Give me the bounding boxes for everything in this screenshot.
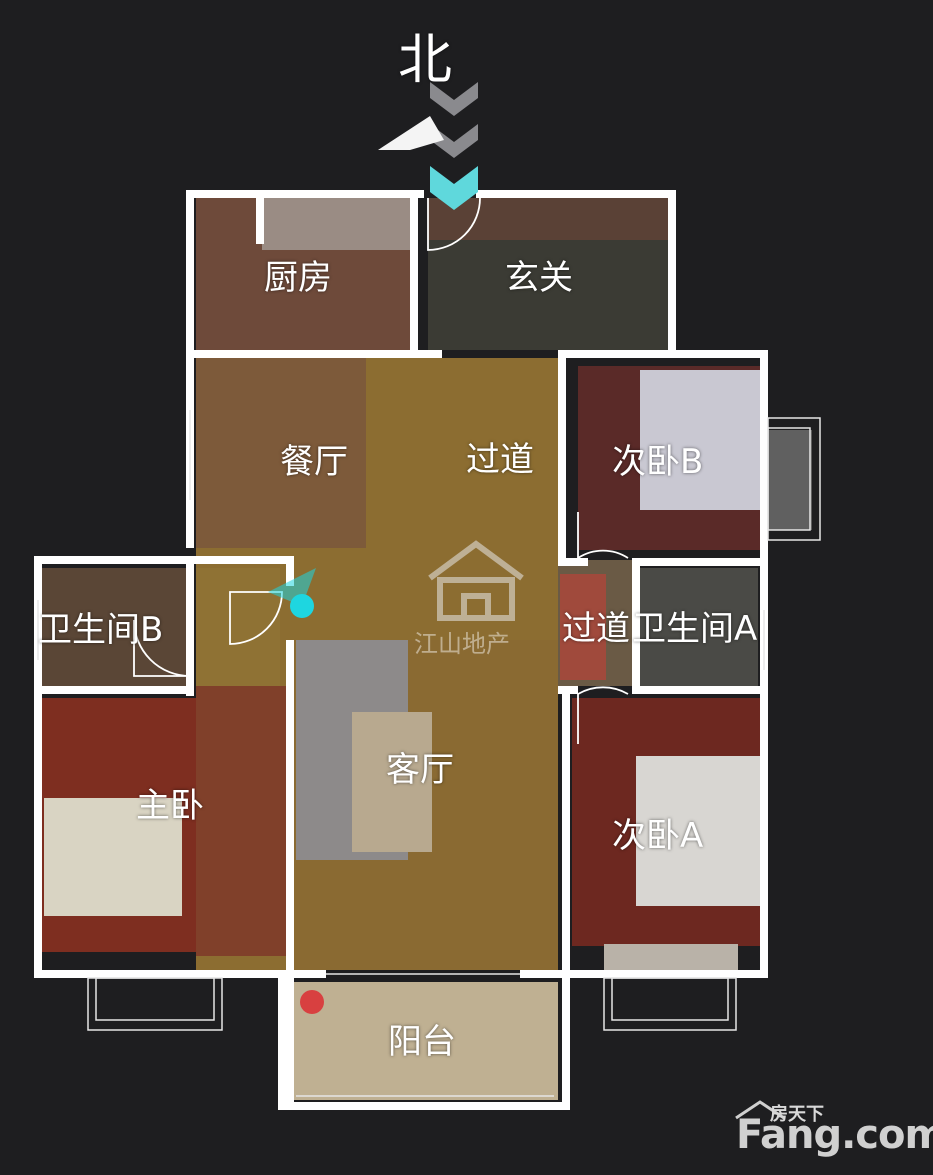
wall — [34, 970, 294, 978]
balcony-floor — [292, 982, 558, 1100]
wall — [562, 686, 570, 978]
brand-small-text: 房天下 — [770, 1104, 824, 1125]
window — [603, 977, 737, 1031]
corridor-2-rug — [560, 574, 606, 680]
wall — [256, 198, 264, 244]
bedroom-b-bed — [640, 370, 760, 510]
north-arrow-icon — [378, 82, 478, 210]
wall — [278, 978, 286, 1110]
brand-big-text: Fang.com — [736, 1112, 933, 1158]
compass-label: 北 — [398, 28, 452, 91]
window — [611, 977, 729, 1021]
room-label-bedroom-a: 次卧A — [612, 816, 704, 856]
wall — [286, 970, 326, 978]
wall — [34, 556, 42, 978]
door-arc — [427, 197, 481, 251]
entrance-wall-panel — [428, 198, 668, 240]
door-arc — [577, 686, 629, 744]
watermark-text: 江山地产 — [414, 630, 510, 658]
wall — [558, 350, 768, 358]
master-bedroom-bed — [44, 798, 182, 916]
bedroom-a-bed — [636, 756, 760, 906]
room-label-master-bedroom: 主卧 — [136, 786, 204, 826]
bedroom-b-bay — [764, 430, 812, 530]
wall — [410, 198, 418, 350]
wall — [520, 970, 768, 978]
room-label-corridor-2: 过道 — [562, 609, 630, 649]
wall — [632, 558, 768, 566]
door-arc — [229, 591, 283, 645]
wall — [186, 556, 194, 696]
chevron-down-icon — [430, 166, 478, 210]
master-hall-strip — [196, 686, 288, 956]
window — [87, 977, 223, 1031]
wall — [562, 978, 570, 1110]
wall — [668, 190, 676, 350]
room-label-dining: 餐厅 — [280, 442, 348, 482]
bathroom-b-floor — [42, 568, 192, 686]
wall — [34, 686, 194, 694]
room-label-bathroom-a: 卫生间A — [632, 609, 758, 649]
window — [767, 427, 811, 531]
room-label-entrance: 玄关 — [505, 258, 573, 298]
balcony-plant — [300, 990, 324, 1014]
window — [95, 977, 215, 1021]
bedroom-a-bay — [604, 944, 738, 970]
chevron-down-icon — [430, 82, 478, 116]
wall — [186, 190, 424, 198]
wall — [632, 558, 640, 688]
wall — [558, 558, 588, 566]
room-floors — [42, 198, 812, 1100]
door-arc — [577, 512, 629, 560]
bathroom-a-floor — [640, 568, 758, 686]
room-label-corridor-1: 过道 — [466, 440, 534, 480]
door-arc — [133, 619, 191, 677]
windows — [37, 410, 821, 1097]
fang-logo-icon — [735, 1100, 785, 1120]
dining-area-floor — [196, 358, 366, 548]
wall — [34, 556, 294, 564]
viewpoint-dot — [290, 594, 314, 618]
room-label-bathroom-b: 卫生间B — [38, 610, 164, 650]
room-label-bedroom-b: 次卧B — [612, 442, 704, 482]
doors — [133, 197, 629, 744]
wall — [632, 686, 768, 694]
room-label-balcony: 阳台 — [388, 1022, 456, 1062]
coffee-table — [352, 712, 432, 852]
viewpoint-marker-icon — [268, 568, 316, 618]
north-pointer-shape — [378, 116, 444, 150]
wall — [558, 350, 566, 562]
wall — [286, 556, 294, 586]
wall — [186, 190, 194, 548]
room-label-living-room: 客厅 — [386, 750, 454, 790]
wall — [278, 1102, 570, 1110]
bathroom-b-link — [196, 568, 280, 686]
house-watermark-icon — [428, 540, 524, 621]
kitchen-counter — [262, 198, 410, 250]
room-label-kitchen: 厨房 — [264, 258, 332, 298]
wall — [476, 190, 676, 198]
wall — [286, 640, 294, 1110]
